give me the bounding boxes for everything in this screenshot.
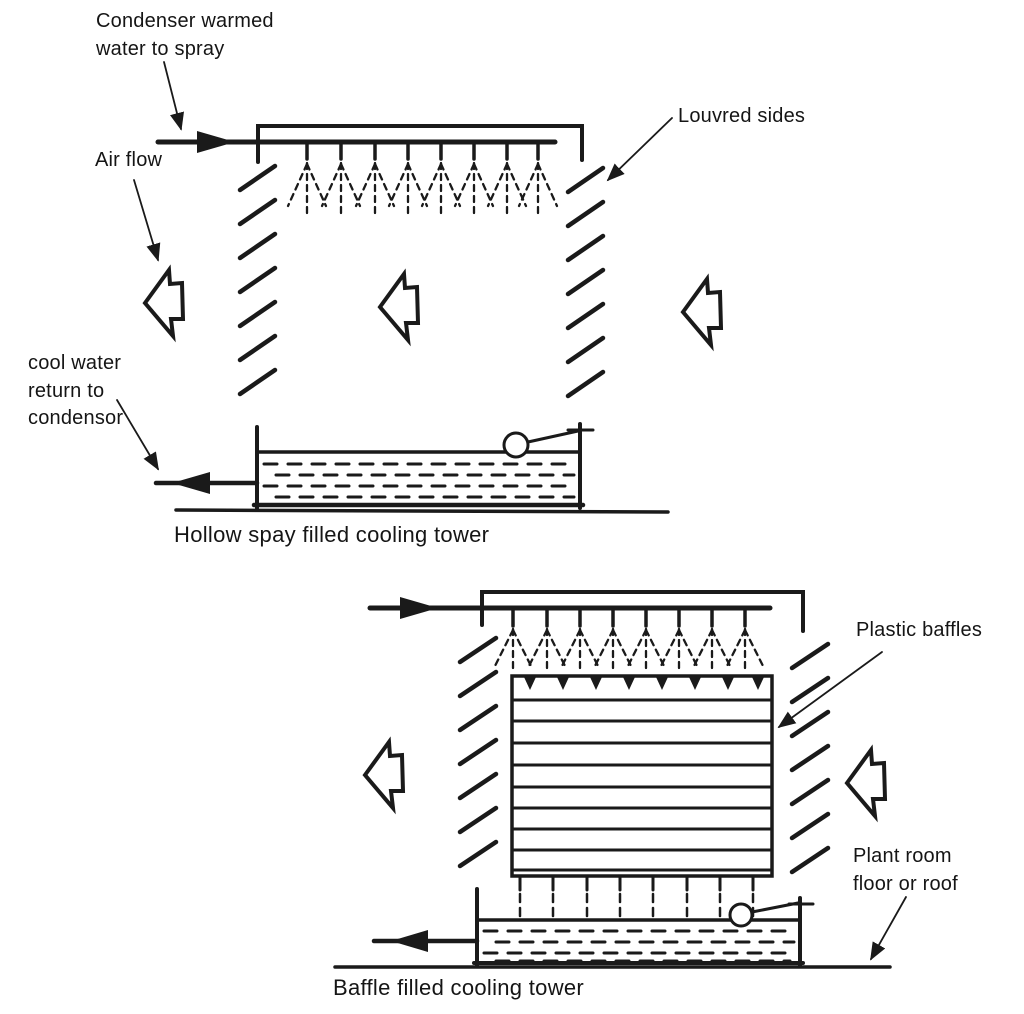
spray-header-bottom (367, 590, 805, 633)
spray-impact-arrowheads (524, 677, 764, 690)
baffle-stack (510, 674, 774, 920)
label-condenser-water: Condenser warmed water to spray (96, 10, 274, 60)
louvre-right (565, 165, 606, 399)
baffle-stack-outline (510, 674, 774, 878)
leader-arrows-bottom (777, 651, 907, 961)
air-arrow-left (143, 268, 185, 338)
label-cool-water: cool water return to condensor (28, 352, 124, 430)
caption-baffle-tower: Baffle filled cooling tower (333, 975, 585, 1000)
label-plant-room: Plant room floor or roof (853, 845, 958, 895)
air-flow-arrows-top (143, 268, 723, 347)
louvre-left (237, 163, 278, 397)
air-flow-arrows-bottom (363, 740, 887, 818)
spray-nozzles (305, 140, 540, 161)
spray-pattern-bottom (492, 627, 766, 674)
air-arrow-right (845, 748, 887, 818)
top-tower (116, 61, 723, 514)
drip-ticks (518, 874, 755, 892)
drip-streams (518, 892, 755, 920)
leader-condenser-water (163, 61, 184, 131)
air-arrow-left (363, 740, 405, 810)
louvre-left-bottom (457, 635, 499, 869)
label-air-flow: Air flow (95, 149, 163, 171)
inlet-flow-arrowhead (197, 131, 235, 153)
air-arrow-centre (378, 272, 420, 342)
leader-louvred-sides (606, 117, 673, 182)
inlet-flow-arrowhead (400, 597, 438, 619)
header-outline (480, 590, 805, 633)
leader-cool-water (116, 399, 159, 471)
leader-arrows-top (116, 61, 673, 471)
water-texture (482, 929, 796, 963)
leader-air-flow (133, 179, 161, 262)
caption-hollow-spray-tower: Hollow spay filled cooling tower (174, 522, 490, 547)
leader-plastic-baffles (777, 651, 883, 729)
air-arrow-right (681, 277, 723, 347)
outlet-pipe-top (153, 472, 260, 494)
outlet-flow-arrowhead (391, 930, 428, 952)
spray-pattern (286, 161, 559, 220)
float-arm (526, 429, 580, 444)
outlet-flow-arrowhead (172, 472, 210, 494)
ground-line-top (174, 508, 670, 514)
float-ball (502, 431, 530, 459)
spray-nozzles (511, 606, 747, 628)
louvre-right-bottom (789, 641, 831, 875)
bottom-tower (333, 590, 907, 969)
collection-basin-bottom (472, 887, 815, 968)
spray-header (155, 124, 584, 164)
water-texture (262, 462, 576, 499)
collection-basin-top (251, 422, 595, 510)
label-louvred-sides: Louvred sides (678, 105, 806, 127)
float-arm (750, 901, 800, 914)
label-plastic-baffles: Plastic baffles (856, 619, 983, 641)
outlet-pipe-bottom (371, 930, 480, 952)
leader-plant-room (870, 896, 907, 961)
float-ball (728, 902, 754, 928)
header-outline (256, 124, 584, 164)
baffle-plates (510, 698, 774, 872)
